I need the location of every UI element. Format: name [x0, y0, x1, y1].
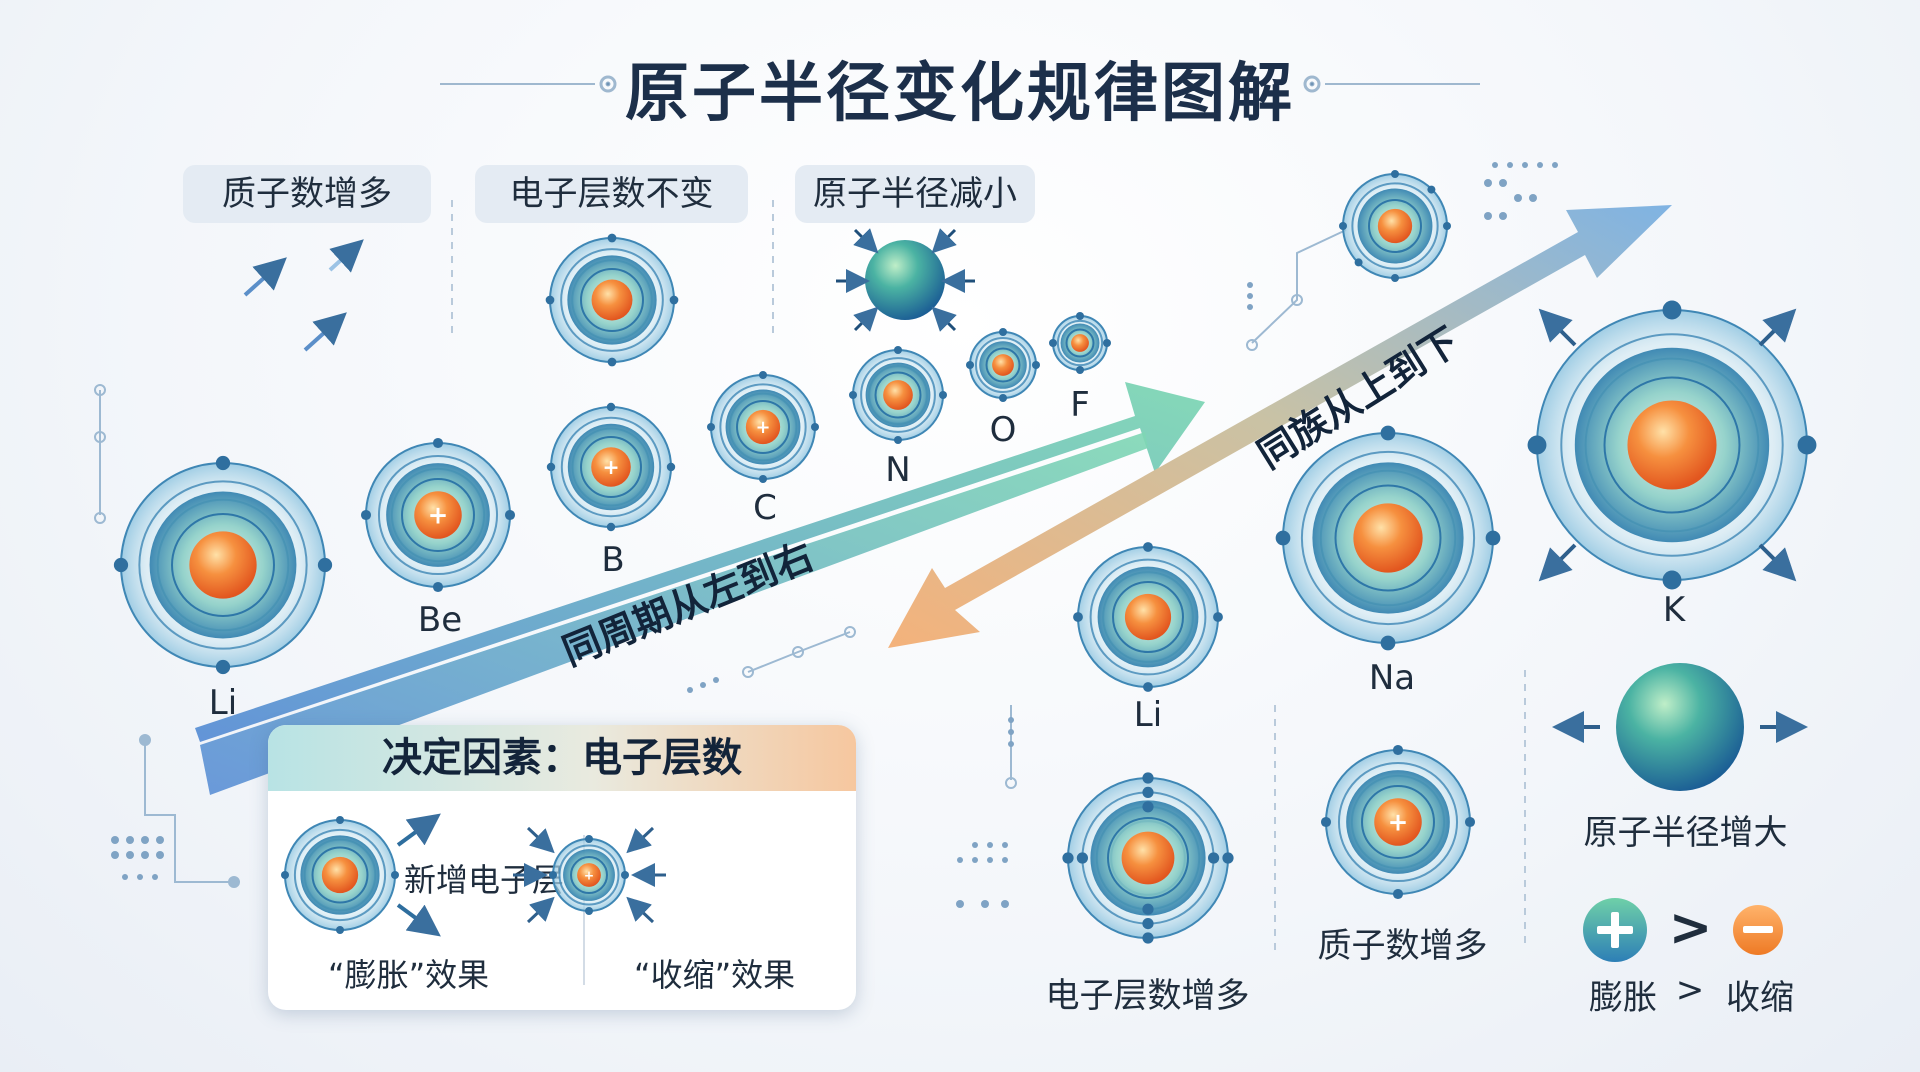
dot-matrix-decorations [111, 162, 1558, 908]
period-arrow-body [200, 432, 1148, 795]
legend-gt-big: > [1668, 898, 1713, 958]
svg-text:+: + [756, 418, 771, 438]
atom-o [966, 328, 1040, 402]
expand-effect-label: “膨胀”效果 [328, 956, 490, 994]
title-ornament-right [1303, 75, 1480, 93]
atom-more-shells [1062, 772, 1234, 944]
dashed-separators [451, 200, 1526, 950]
legend-contract-word: 收缩 [1726, 978, 1794, 1018]
legend-gt-small: > [1675, 970, 1705, 1010]
expansion-arrows-icon [1538, 308, 1797, 582]
atom-f [1049, 312, 1111, 374]
group-arrow [888, 205, 1672, 648]
element-label-li-period: Li [208, 683, 238, 723]
pill-shell-constant: 电子层数不变 [475, 165, 748, 223]
element-label-c: C [753, 488, 777, 528]
page-title: 原子半径变化规律图解 [625, 57, 1295, 131]
element-label-na: Na [1368, 658, 1416, 698]
svg-text:+: + [584, 868, 594, 882]
atom-c: + [707, 371, 819, 483]
atom-be: + [360, 437, 516, 593]
radius-increase-label: 原子半径增大 [1583, 813, 1788, 853]
atom-n [849, 346, 947, 444]
atom-shell-constant [545, 233, 679, 367]
proton-increase-icon [243, 239, 364, 352]
atom-top-right [1339, 170, 1451, 282]
radius-increase-ball [1616, 663, 1744, 791]
atom-li-group [1073, 542, 1223, 692]
svg-text:+: + [602, 455, 619, 479]
more-protons-label: 质子数增多 [1317, 926, 1488, 966]
contract-effect-label: “收缩”效果 [634, 956, 796, 994]
svg-text:+: + [428, 501, 449, 530]
atom-na [1275, 425, 1501, 651]
element-label-n: N [885, 450, 911, 490]
pill-radius-decrease: 原子半径减小 [795, 165, 1035, 223]
atom-expand-effect [281, 816, 399, 934]
compressed-atom-ball [865, 240, 945, 320]
atom-contract-effect: + [549, 835, 629, 915]
factor-box-title: 决定因素：电子层数 [268, 725, 856, 791]
atom-k [1527, 300, 1817, 590]
element-label-be: Be [417, 600, 463, 640]
element-label-o: O [989, 410, 1017, 450]
more-shells-label: 电子层数增多 [1045, 976, 1250, 1016]
legend-icons [1583, 898, 1783, 962]
factor-box-icons: + [281, 813, 666, 937]
element-label-li-group: Li [1133, 695, 1163, 735]
atom-more-protons: + [1320, 744, 1476, 900]
element-label-f: F [1070, 385, 1090, 425]
atom-layer: + + + + [113, 170, 1817, 944]
title-ornament-left [440, 75, 617, 93]
atom-b: + [546, 402, 676, 532]
element-label-k: K [1662, 590, 1686, 630]
period-arrow [195, 382, 1205, 742]
svg-text:+: + [1388, 808, 1409, 837]
atom-li-period [113, 455, 333, 675]
legend-expand-word: 膨胀 [1589, 978, 1657, 1018]
compression-arrows-icon [836, 228, 975, 332]
circuit-decorations [94, 229, 1347, 888]
pill-proton-increase: 质子数增多 [183, 165, 431, 223]
element-label-b: B [601, 540, 625, 580]
